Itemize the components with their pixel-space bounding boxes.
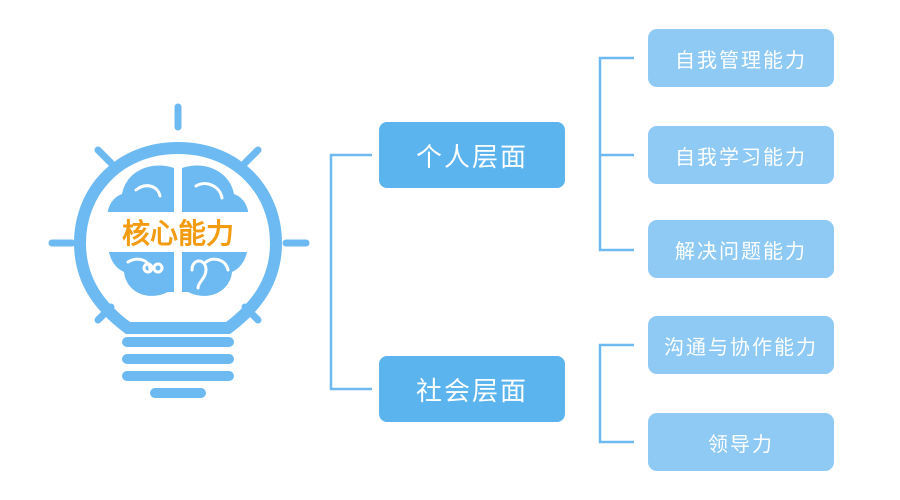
- branch-personal: 个人层面: [379, 122, 565, 188]
- leaf-communication: 沟通与协作能力: [648, 316, 834, 374]
- branch-social: 社会层面: [379, 356, 565, 422]
- leaf-self-learning: 自我学习能力: [648, 126, 834, 184]
- center-label: 核心能力: [122, 217, 234, 250]
- lightbulb-icon: [73, 141, 283, 398]
- leaf-problem-solving: 解决问题能力: [648, 220, 834, 278]
- leaf-leadership: 领导力: [648, 413, 834, 471]
- leaf-self-management: 自我管理能力: [648, 29, 834, 87]
- brain-icon: 核心能力: [100, 165, 256, 296]
- connector-lines: [329, 56, 634, 444]
